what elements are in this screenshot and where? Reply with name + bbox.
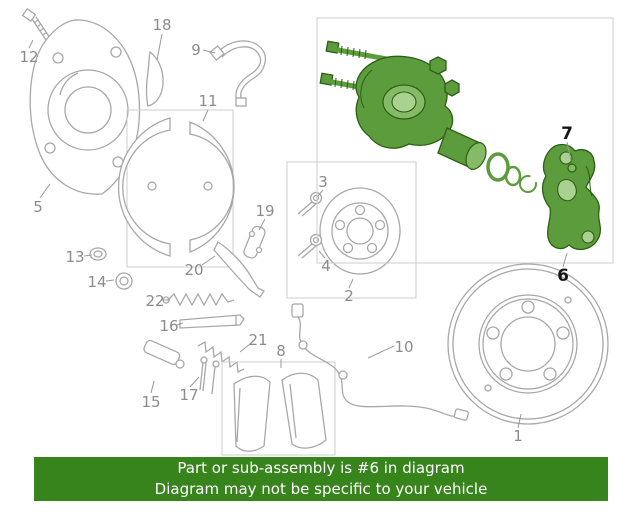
caliper-assembly — [319, 40, 602, 251]
bolt-3 — [297, 191, 323, 217]
rotor-1 — [447, 263, 609, 425]
hub-box — [286, 161, 417, 299]
brake-pads-8 — [233, 372, 327, 452]
hub-2 — [319, 187, 401, 275]
banner-line-1: Part or sub-assembly is #6 in diagram — [177, 459, 465, 477]
cap-13 — [89, 247, 107, 261]
lever-18 — [145, 50, 164, 107]
bolt-4 — [297, 233, 323, 259]
bracket-bolt-7 — [567, 163, 577, 173]
pins-17 — [199, 356, 220, 395]
clip-19 — [243, 225, 266, 259]
grommet-14 — [115, 272, 133, 290]
hose-9 — [209, 40, 267, 107]
highlight-box — [316, 17, 614, 264]
bolt-12 — [21, 7, 51, 41]
adjuster-15 — [143, 339, 185, 369]
abs-cable-10 — [291, 303, 469, 421]
snap-ring — [519, 175, 537, 193]
leader-lines — [28, 33, 572, 429]
caliper-body — [355, 55, 460, 149]
piston-seal — [504, 165, 522, 187]
brake-shoes-11 — [117, 117, 235, 257]
pads-box — [221, 361, 336, 456]
piston — [437, 127, 487, 170]
spring-21 — [197, 340, 245, 374]
banner-line-2: Diagram may not be specific to your vehi… — [154, 480, 488, 498]
spring-22 — [162, 292, 235, 307]
piston-boot — [486, 152, 510, 182]
notice-banner: Part or sub-assembly is #6 in diagram Di… — [34, 457, 608, 501]
adjuster-lever-20 — [213, 241, 265, 298]
caliper-bracket-6 — [541, 143, 602, 251]
strut-16 — [179, 314, 245, 329]
backing-plate-5 — [29, 19, 141, 195]
